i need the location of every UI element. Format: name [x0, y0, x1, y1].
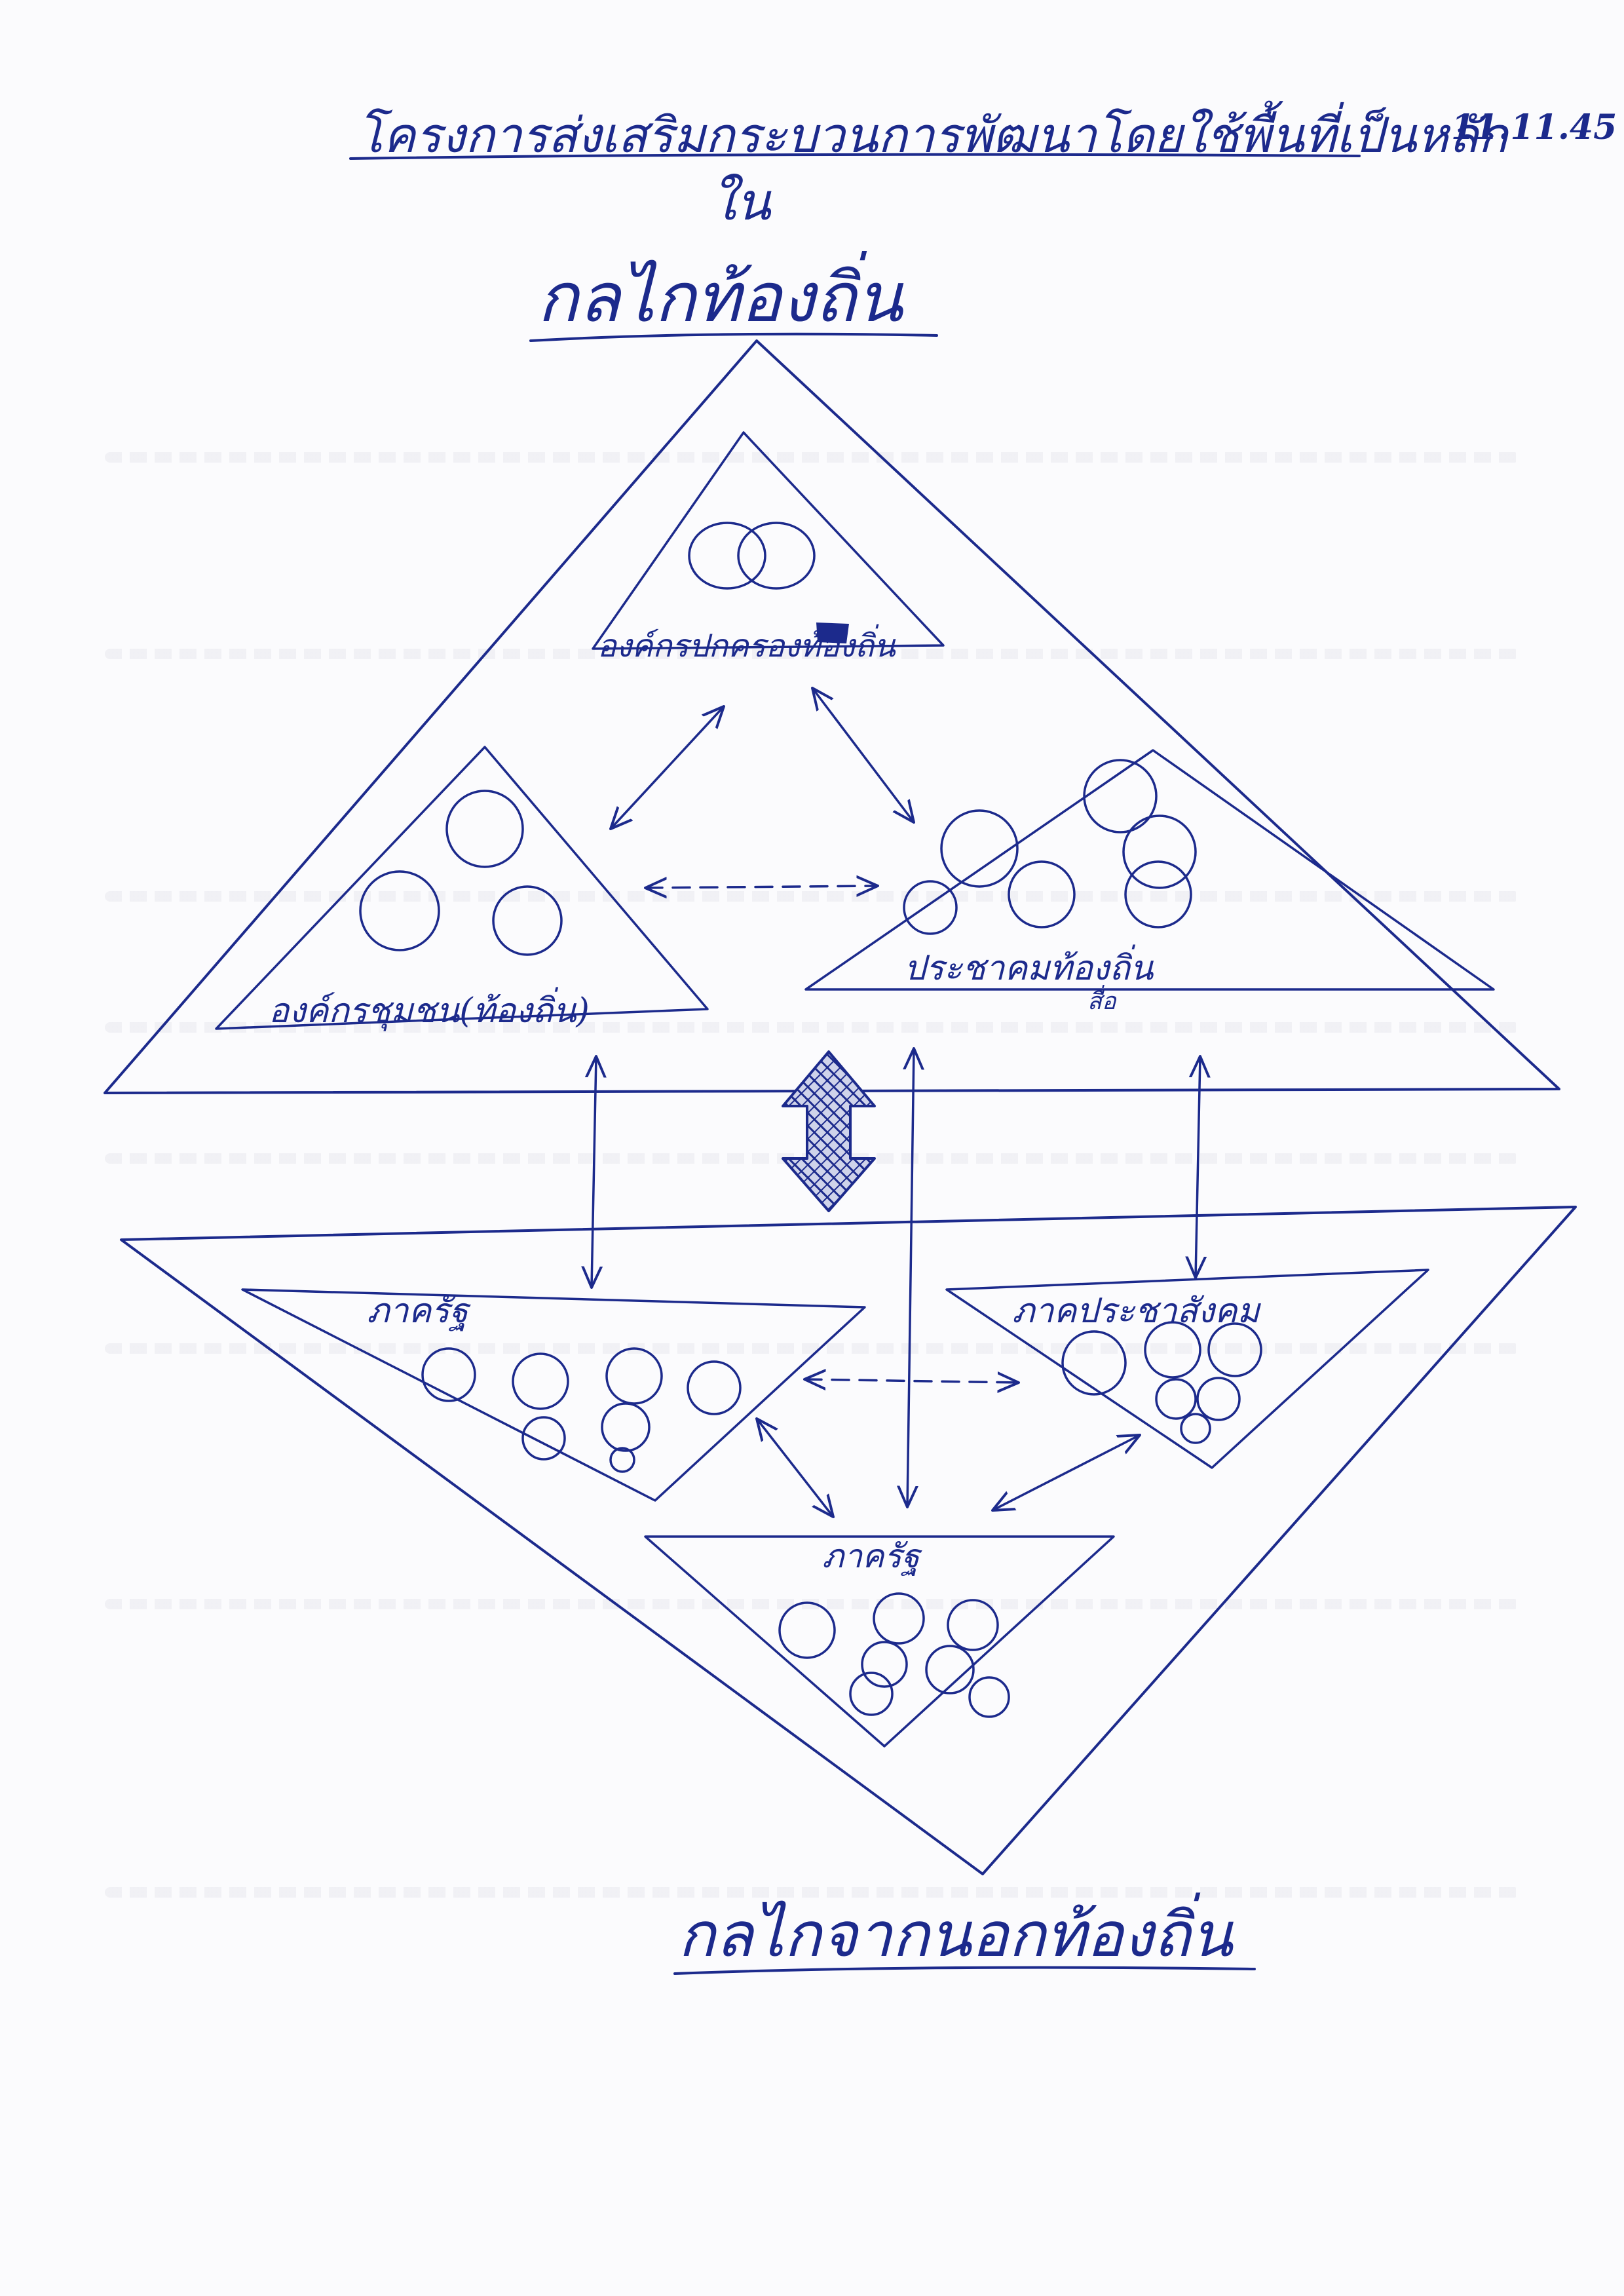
civil-society-label: ภาคประชาสังคม	[1012, 1292, 1262, 1331]
member-circle	[492, 885, 563, 956]
member-circle	[512, 1352, 569, 1410]
relation-arrow	[812, 688, 914, 822]
member-circle	[445, 790, 524, 868]
member-circle	[609, 1447, 635, 1473]
member-circle	[687, 1360, 742, 1415]
upper-heading-prefix: ใน	[711, 173, 772, 232]
local-mechanism-triangle	[104, 339, 1560, 1094]
member-circle	[903, 880, 958, 935]
member-circle	[861, 1641, 908, 1688]
member-circle	[1124, 860, 1192, 928]
member-circle	[968, 1676, 1010, 1718]
vertical-link-arrow	[907, 1048, 914, 1507]
upper-heading-underline	[529, 332, 938, 342]
civil-society-triangle	[945, 1269, 1429, 1469]
civic-forum-triangle	[804, 749, 1495, 991]
member-circle	[1180, 1413, 1211, 1444]
title-underline	[349, 153, 1361, 160]
public-sector-triangle	[241, 1288, 866, 1502]
member-circle	[737, 522, 816, 590]
state-label: ภาครัฐ	[822, 1537, 922, 1576]
main-interaction-arrow	[782, 1050, 876, 1212]
local-government-triangle	[592, 431, 945, 650]
document-date: 11.11.45	[1451, 107, 1617, 147]
member-circle	[1144, 1321, 1201, 1379]
member-circle	[1196, 1377, 1241, 1421]
civic-forum-sublabel: สื่อ	[1087, 984, 1117, 1015]
member-circle	[925, 1645, 975, 1694]
bleed-through-text	[105, 1022, 1519, 1033]
community-org-label: องค์กรชุมชน(ท้องถิ่น)	[269, 987, 590, 1031]
member-circle	[521, 1416, 566, 1461]
bleed-through-text	[105, 452, 1519, 463]
member-circle	[1061, 1330, 1127, 1396]
scribble-mark	[816, 622, 849, 643]
member-circle	[849, 1672, 894, 1716]
bleed-through-text	[105, 1887, 1519, 1898]
member-circle	[688, 522, 766, 590]
member-circle	[1008, 860, 1076, 928]
member-circle	[873, 1592, 925, 1645]
member-circle	[947, 1599, 999, 1651]
vertical-link-arrow	[592, 1056, 596, 1288]
local-government-label: องค์กรปกครองท้องถิ่น	[597, 624, 896, 664]
public-sector-label: ภาครัฐ	[367, 1292, 471, 1331]
member-circle	[1083, 759, 1158, 833]
member-circle	[421, 1347, 476, 1402]
member-circle	[940, 809, 1019, 888]
relation-arrow	[757, 1419, 833, 1517]
upper-heading: กลไกท้องถิ่น	[537, 251, 905, 337]
member-circle	[1155, 1378, 1197, 1420]
member-circle	[605, 1347, 663, 1405]
lower-heading-underline	[673, 1966, 1256, 1975]
member-circle	[1122, 814, 1197, 889]
relation-arrow	[611, 706, 724, 829]
state-triangle	[644, 1535, 1115, 1748]
dashed-relation-arrow	[804, 1379, 1019, 1383]
lower-heading: กลไกจากนอกท้องถิ่น	[678, 1892, 1234, 1971]
external-mechanism-triangle	[120, 1206, 1577, 1875]
member-circle	[359, 870, 440, 951]
relation-arrow	[992, 1435, 1140, 1510]
civic-forum-label: ประชาคมท้องถิ่น	[904, 944, 1154, 988]
dashed-relation-arrow	[645, 886, 878, 888]
member-circle	[601, 1402, 651, 1452]
community-org-triangle	[215, 746, 709, 1030]
vertical-link-arrow	[1196, 1056, 1200, 1278]
member-circle	[778, 1601, 836, 1659]
bleed-through-text	[105, 649, 1519, 659]
member-circle	[1207, 1322, 1262, 1377]
